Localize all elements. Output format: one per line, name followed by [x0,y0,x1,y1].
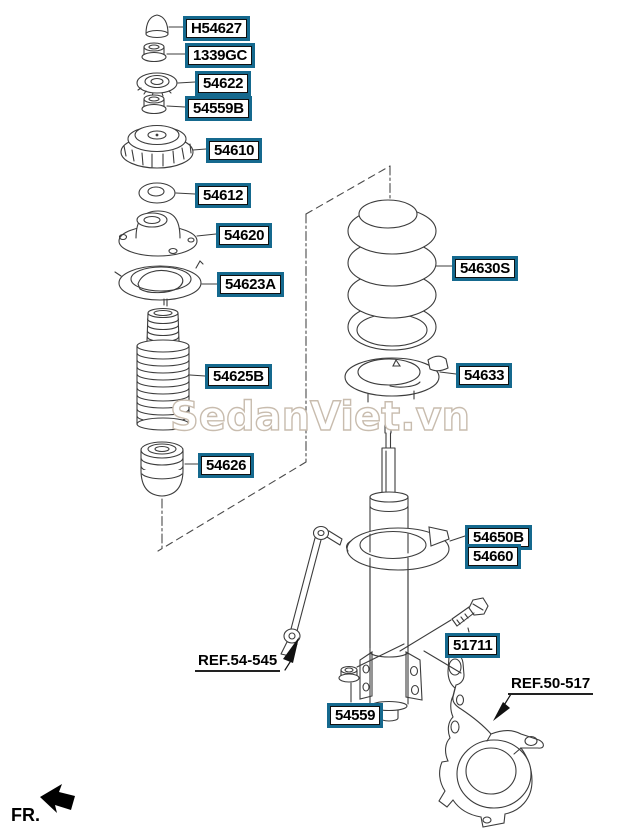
part-label-h54627[interactable]: H54627 [183,16,250,41]
part-label-54620[interactable]: 54620 [216,223,273,248]
part-label-text: 54660 [468,547,519,566]
part-label-text: 54612 [198,186,249,205]
part-label-54625b[interactable]: 54625B [205,364,272,389]
leader-lines [166,26,470,703]
washer-54622-drawing [136,72,178,97]
bolt-51711-drawing [451,597,489,627]
part-label-text: 54626 [201,456,252,475]
ref-label-54-545[interactable]: REF.54-545 [195,652,281,672]
spring-seat-54623a-drawing [114,260,204,307]
part-label-51711[interactable]: 51711 [445,633,501,658]
part-label-text: 54559B [188,99,249,118]
part-label-54612[interactable]: 54612 [195,183,252,208]
knuckle-drawing [438,654,544,828]
washer-54612-drawing [138,182,176,204]
part-label-text: 54625B [208,367,269,386]
part-label-54622[interactable]: 54622 [195,71,252,96]
strut-mount-54610-drawing [120,124,194,169]
stabilizer-link-drawing [280,525,343,657]
part-label-54623a[interactable]: 54623A [217,272,284,297]
part-label-text: 54610 [209,141,260,160]
part-label-54559b[interactable]: 54559B [185,96,252,121]
spring-pad-54633-drawing [344,355,449,403]
dust-cover-54625b-drawing [136,307,190,431]
part-label-text: 54650B [468,528,529,547]
part-label-text: 54622 [198,74,249,93]
part-label-54660[interactable]: 54660 [465,544,522,569]
ref-arrows [283,637,512,721]
strut-54650b-drawing [345,415,450,722]
part-label-text: 54559 [330,706,381,725]
fr-direction-label: FR. [11,805,40,825]
part-label-54630s[interactable]: 54630S [452,256,518,281]
nut-54559-drawing [338,665,360,683]
assembly-axis-lines [157,165,391,552]
part-label-text: 1339GC [188,46,253,65]
part-label-text: 54620 [219,226,270,245]
part-label-1339gc[interactable]: 1339GC [185,43,256,68]
bump-stop-54626-drawing [140,441,184,497]
part-label-54633[interactable]: 54633 [456,363,513,388]
nut-1339gc-drawing [141,42,167,63]
part-label-54559[interactable]: 54559 [327,703,384,728]
watermark-text: SedanViet.vn [170,394,470,440]
part-label-text: 51711 [448,636,498,655]
part-label-text: 54630S [455,259,515,278]
nut-54559b-drawing [141,94,167,115]
coil-spring-54630s-drawing [347,199,437,351]
part-label-text: H54627 [186,19,247,38]
part-label-54610[interactable]: 54610 [206,138,263,163]
part-label-text: 54633 [459,366,510,385]
part-label-text: 54623A [220,275,281,294]
part-label-54626[interactable]: 54626 [198,453,255,478]
ref-label-50-517[interactable]: REF.50-517 [508,675,594,695]
cap-drawing [145,14,169,39]
insulator-54620-drawing [118,210,198,257]
fr-arrow-icon [40,784,75,813]
